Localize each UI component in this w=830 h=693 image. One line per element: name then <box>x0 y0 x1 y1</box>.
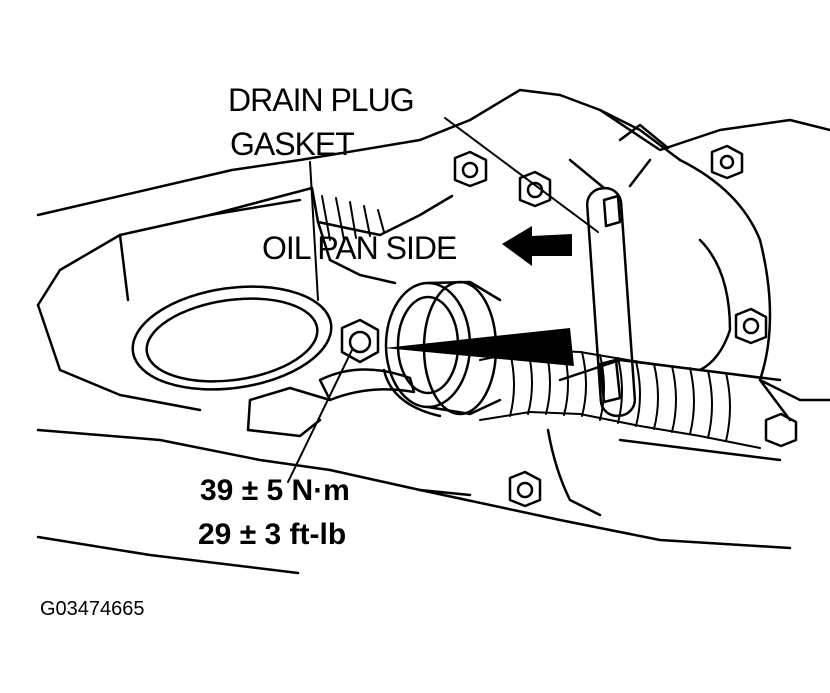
drain-plug <box>246 318 416 438</box>
torque-metric: 39 ± 5 N·m <box>200 474 350 507</box>
ribbed-boot <box>479 349 761 449</box>
drain-plug-pointer-wedge <box>384 328 574 366</box>
gasket-ring <box>131 285 333 391</box>
drain-plug-label: DRAIN PLUG <box>228 82 415 118</box>
nut-3 <box>734 307 768 345</box>
nut-4 <box>508 470 542 508</box>
transmission-housing <box>468 88 830 517</box>
figure-id: G03474665 <box>40 598 145 620</box>
torque-leader <box>287 349 353 483</box>
bracket <box>568 158 652 418</box>
oil-pan-side-label: OIL PAN SIDE <box>262 230 457 266</box>
oil-pan-outline <box>36 118 792 575</box>
drain-plug-leader <box>444 117 599 233</box>
oil-pan-side-arrow <box>502 226 572 266</box>
torque-imperial: 29 ± 3 ft-lb <box>198 518 347 551</box>
hatch-detail <box>321 195 385 241</box>
nut-5 <box>710 144 744 180</box>
nut-6 <box>764 412 798 448</box>
gasket-leader <box>309 161 319 301</box>
gasket-label: GASKET <box>230 126 355 162</box>
nut-1 <box>453 150 488 188</box>
